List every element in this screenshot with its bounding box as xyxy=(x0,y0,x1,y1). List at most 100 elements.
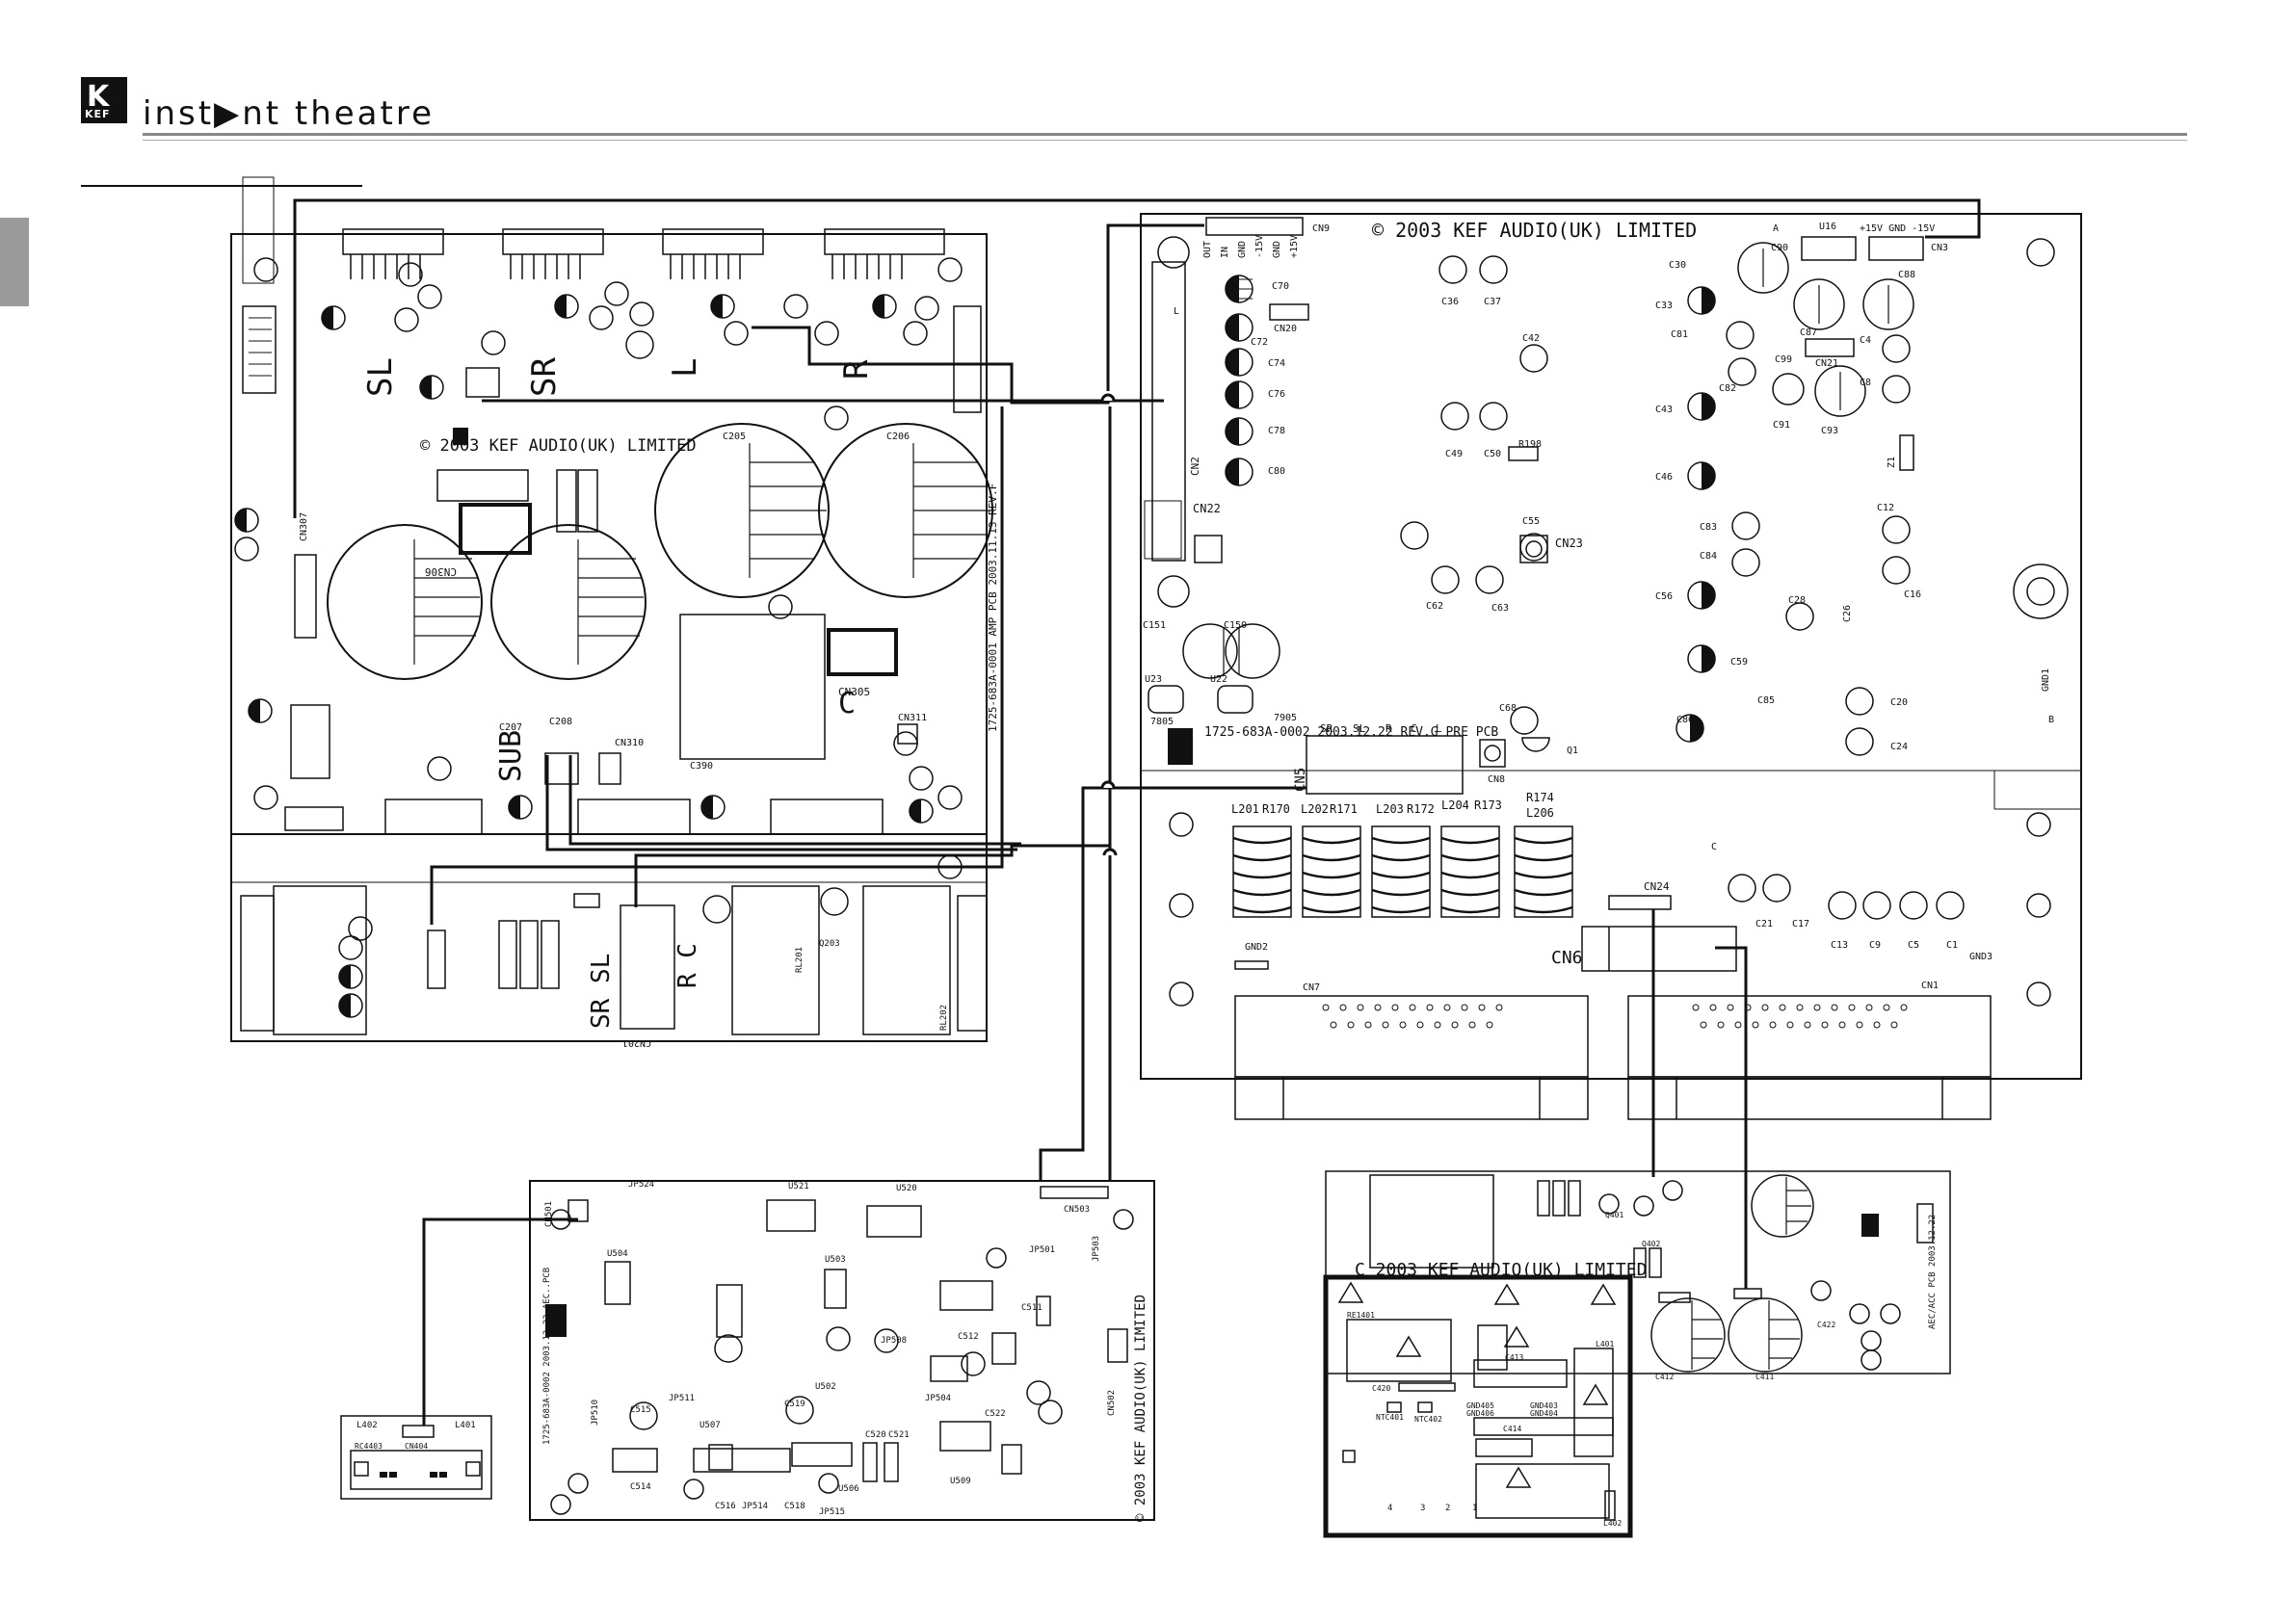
dsp-u509: U509 xyxy=(950,1477,971,1486)
psu-gnd406: GND406 xyxy=(1466,1409,1494,1418)
pre-c56: C56 xyxy=(1655,591,1673,602)
pre-cn7: CN7 xyxy=(1303,982,1320,993)
pre-c87: C87 xyxy=(1800,327,1817,338)
dsp-u502: U502 xyxy=(815,1382,836,1392)
pre-c30: C30 xyxy=(1669,260,1686,271)
pre-c85: C85 xyxy=(1757,695,1775,706)
pre-cn9: CN9 xyxy=(1312,223,1330,234)
pre-c84: C84 xyxy=(1700,551,1717,562)
amp-cn306: CN306 xyxy=(425,565,457,578)
pre-cn8: CN8 xyxy=(1488,774,1505,785)
remote-l401: L401 xyxy=(455,1421,476,1430)
dsp-cn501: CN501 xyxy=(544,1201,554,1227)
remote-l402: L402 xyxy=(356,1421,378,1430)
remote-rc4403: RC4403 xyxy=(355,1442,383,1451)
psu-l402: L402 xyxy=(1603,1519,1622,1528)
pre-c1: C1 xyxy=(1946,940,1958,951)
pre-gnd2: GND2 xyxy=(1245,942,1268,953)
amp-q203: Q203 xyxy=(819,939,840,949)
pre-c24: C24 xyxy=(1890,742,1908,752)
dsp-c520: C520 xyxy=(865,1430,886,1440)
remote-board-outline xyxy=(340,1415,492,1500)
pre-z1: Z1 xyxy=(1887,457,1897,468)
pre-7805: 7805 xyxy=(1150,717,1174,727)
kef-logo: K KEF xyxy=(81,77,127,123)
pre-c28: C28 xyxy=(1788,595,1806,606)
dsp-copyright: © 2003 KEF AUDIO(UK) LIMITED xyxy=(1133,1295,1148,1522)
psu-q401: Q401 xyxy=(1605,1211,1623,1219)
psu-c420: C420 xyxy=(1372,1384,1390,1393)
pre-power-label: +15V GND -15V xyxy=(1860,223,1935,234)
amp-c205: C205 xyxy=(723,432,746,442)
dsp-c519: C519 xyxy=(784,1400,805,1409)
pre-q1: Q1 xyxy=(1567,746,1578,756)
amp-cn310: CN310 xyxy=(615,738,644,748)
pre-c91: C91 xyxy=(1773,420,1790,431)
pre-input-sl: SL xyxy=(1353,722,1366,735)
amp-channel-r: R xyxy=(837,359,876,380)
pre-c20: C20 xyxy=(1890,697,1908,708)
psu-re1401: RE1401 xyxy=(1347,1311,1375,1320)
amp-cn307: CN307 xyxy=(299,512,309,541)
pre-c16: C16 xyxy=(1904,589,1921,600)
pre-cn1: CN1 xyxy=(1921,981,1939,991)
dsp-u506: U506 xyxy=(838,1484,859,1494)
amp-channel-c: C xyxy=(838,687,856,720)
psu-board: C 2003 KEF AUDIO(UK) LIMITED AEC/ACC PCB… xyxy=(1323,1170,1951,1538)
dsp-jp510: JP510 xyxy=(591,1400,600,1426)
psu-gnd403: GND403 xyxy=(1530,1401,1558,1410)
dsp-u520: U520 xyxy=(896,1184,917,1193)
psu-c412: C412 xyxy=(1655,1373,1674,1381)
pre-c86: C86 xyxy=(1676,715,1694,725)
pre-top-in: IN xyxy=(1220,247,1230,258)
amp-cn311: CN311 xyxy=(898,713,927,723)
pre-c63: C63 xyxy=(1491,603,1509,614)
dsp-u503: U503 xyxy=(825,1255,846,1265)
pre-u23: U23 xyxy=(1145,674,1162,685)
amp-c206: C206 xyxy=(886,432,910,442)
amp-channel-sub: SUB xyxy=(494,730,528,782)
pre-c36: C36 xyxy=(1441,297,1459,307)
dsp-board: © 2003 KEF AUDIO(UK) LIMITED 1725-683A-0… xyxy=(529,1180,1155,1522)
pre-top-neg15: -15V xyxy=(1254,235,1265,258)
pre-c68: C68 xyxy=(1499,703,1517,714)
dsp-c511: C511 xyxy=(1021,1303,1042,1313)
header-rule xyxy=(143,133,2187,136)
pre-c33: C33 xyxy=(1655,301,1673,311)
amp-c390: C390 xyxy=(690,761,713,772)
pre-top-pos15: +15V xyxy=(1289,235,1300,258)
pre-c72: C72 xyxy=(1251,337,1268,348)
dsp-c516: C516 xyxy=(715,1502,736,1511)
pre-c9: C9 xyxy=(1869,940,1881,951)
pre-c83: C83 xyxy=(1700,522,1717,533)
side-tab-marker xyxy=(0,218,29,306)
header-rule-thin xyxy=(143,140,2187,141)
pre-c5: C5 xyxy=(1908,940,1919,951)
pre-cn21: CN21 xyxy=(1815,358,1838,369)
pre-cn3: CN3 xyxy=(1931,243,1948,253)
pre-c59: C59 xyxy=(1730,657,1748,668)
psu-gnd405: GND405 xyxy=(1466,1401,1494,1410)
pre-r172: R172 xyxy=(1407,802,1435,816)
pre-c42: C42 xyxy=(1522,333,1540,344)
pre-cn24: CN24 xyxy=(1644,880,1670,893)
pre-c81: C81 xyxy=(1671,329,1688,340)
pre-input-sr: SR xyxy=(1320,722,1333,735)
psu-c414: C414 xyxy=(1503,1425,1521,1433)
pre-top-out: OUT xyxy=(1202,241,1213,258)
amp-cn305: CN305 xyxy=(838,686,870,698)
pre-c55: C55 xyxy=(1522,516,1540,527)
dsp-cn503: CN503 xyxy=(1064,1205,1090,1215)
pre-cn22: CN22 xyxy=(1193,502,1221,515)
psu-c411: C411 xyxy=(1755,1373,1774,1381)
pre-c74: C74 xyxy=(1268,358,1285,369)
pre-c99: C99 xyxy=(1775,354,1792,365)
pre-c17: C17 xyxy=(1792,919,1809,929)
pre-r171: R171 xyxy=(1330,802,1358,816)
dsp-c512: C512 xyxy=(958,1332,979,1342)
dsp-pcb-label: 1725-683A-0002 2003.12.22 AEC..PCB xyxy=(542,1268,552,1445)
pre-c76: C76 xyxy=(1268,389,1285,400)
dsp-u521: U521 xyxy=(788,1182,809,1191)
logo-text: KEF xyxy=(85,108,111,120)
pre-c21: C21 xyxy=(1755,919,1773,929)
